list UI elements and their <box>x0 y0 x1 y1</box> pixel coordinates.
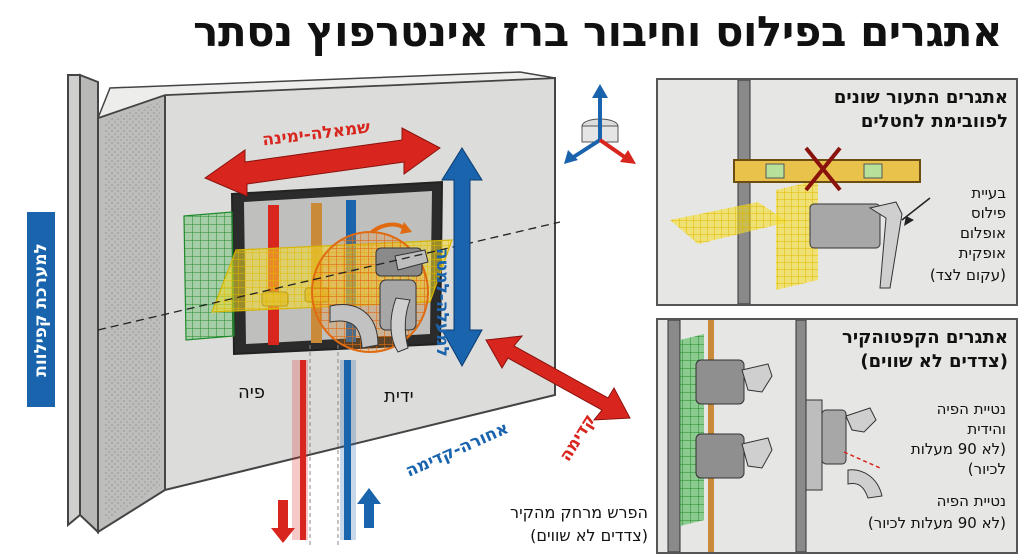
side-tab: למערכת קפילוות <box>27 212 55 407</box>
bottom-caption-1: הפרש מרחק מהקיר <box>510 503 648 522</box>
rotation-arrow <box>370 222 406 234</box>
label-spout: פיה <box>238 382 266 403</box>
panel-bottom-note1-2: והידית <box>967 420 1006 438</box>
panel-bottom-drawing <box>667 320 883 552</box>
panel-bottom-note1-4: לכיור) <box>967 460 1006 478</box>
panel-bottom-note2-1: נטיית הפיה <box>936 492 1006 510</box>
left-right-arrow <box>203 127 441 197</box>
panel-bottom-note2-2: (לא 90 מעלות לכיור) <box>867 514 1006 532</box>
wall-frame <box>67 73 99 535</box>
panel-top-note-1: בעיית <box>971 184 1006 202</box>
supply-pipes <box>292 360 356 540</box>
panel-top-note-4: אופקית <box>958 244 1006 262</box>
blue-up-arrow <box>357 488 381 528</box>
panel-bottom-title-1: אתגרים הקפטוהקיר <box>842 327 1008 348</box>
panel-bottom: אתגרים הקפטוהקיר (צדדים לא שווים) נטיית … <box>656 318 1018 554</box>
page-title: אתגרים בפילוס וחיבור ברז אינטרפוץ נסתר <box>193 7 1002 56</box>
panel-top-note-3: אופלום <box>959 224 1006 242</box>
main-diagram <box>67 71 636 545</box>
faucet <box>311 231 429 353</box>
label-handle: ידית <box>384 386 414 407</box>
panel-bottom-note1-1: נטיית הפיה <box>936 400 1006 418</box>
bottom-caption-2: (צדדים לא שווים) <box>530 526 648 545</box>
panel-top: אתגרים התעור שונים לפוובימת לחטלים בעיית… <box>656 78 1018 306</box>
panel-bottom-title-2: (צדדים לא שווים) <box>860 351 1008 372</box>
panel-top-title-2: לפוובימת לחטלים <box>860 111 1008 132</box>
panel-top-drawing <box>670 80 931 304</box>
panel-top-title-1: אתגרים התעור שונים <box>833 87 1008 108</box>
panel-top-note-5: (עקום לצד) <box>929 266 1006 284</box>
panel-bottom-note1-3: (לא 90 מעלות <box>910 440 1006 458</box>
red-down-arrow <box>271 500 295 543</box>
label-up-down: למעלה-למטה <box>432 248 452 357</box>
panel-top-note-2: פילוס <box>970 204 1006 222</box>
horizontal-axis-line <box>97 221 561 331</box>
axis-icon <box>564 84 636 164</box>
up-down-arrow <box>441 147 483 368</box>
back-front-arrow <box>485 335 631 421</box>
